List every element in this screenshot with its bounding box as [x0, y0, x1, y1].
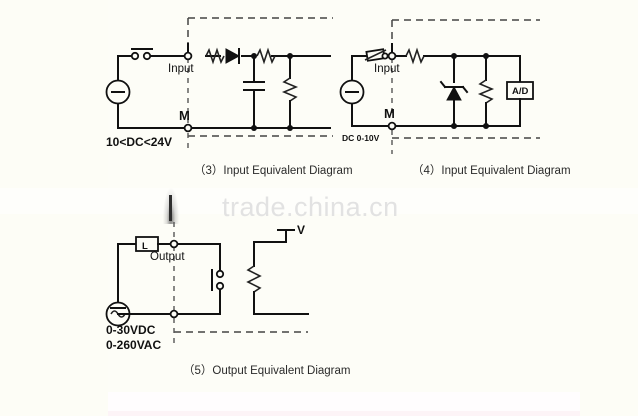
series-resistor-1-3: [205, 47, 225, 65]
junction-node-b-4: [483, 53, 489, 59]
load-box-label-5: L: [142, 241, 148, 252]
input-terminal-4: [387, 43, 397, 61]
input-equivalent-diagram-4: A/D Input M DC 0-10V: [339, 19, 540, 154]
input-label-3: Input: [168, 63, 194, 75]
caption-diagram-3: （3）Input Equivalent Diagram: [194, 165, 353, 177]
dashed-boundary-5: [173, 222, 308, 346]
junction-node-a-3: [251, 53, 257, 59]
supply-label-line2-5: 0-260VAC: [106, 338, 161, 352]
series-resistor-4: [405, 47, 425, 65]
ad-box-label-4: A/D: [512, 86, 529, 97]
shunt-resistor-4: [477, 58, 495, 127]
top-rail-5: [117, 236, 221, 252]
watermark-text: trade.china.cn: [222, 192, 399, 222]
watermark-stroke: [169, 195, 172, 221]
output-label-5: Output: [150, 251, 185, 263]
dc-source-4: [339, 55, 365, 127]
left-margin-band: [0, 0, 108, 416]
pull-resistor-branch-5: [246, 229, 309, 315]
input-terminal-3: [183, 43, 193, 61]
relay-contact-5: [211, 243, 225, 315]
supply-label-4: DC 0-10V: [342, 133, 380, 143]
series-resistor-2-3: [256, 47, 276, 65]
supply-label-3: 10<DC<24V: [106, 135, 172, 149]
input-equivalent-diagram-3: Input M 10<DC<24V: [105, 17, 333, 153]
bottom-band: [108, 392, 580, 416]
switch-3: [130, 48, 153, 61]
watermark-smudge: [163, 188, 179, 224]
input-label-4: Input: [374, 63, 400, 75]
zener-diode-4: [439, 58, 469, 127]
right-margin-band: [580, 0, 638, 416]
capacitor-3: [243, 58, 265, 129]
output-equivalent-diagram-5: L: [105, 222, 309, 352]
caption-diagram-4: （4）Input Equivalent Diagram: [412, 165, 571, 177]
m-label-3: M: [179, 108, 190, 123]
caption-diagram-5: （5）Output Equivalent Diagram: [183, 365, 351, 377]
bottom-pink-strip: [108, 411, 580, 416]
m-label-4: M: [384, 106, 395, 121]
junction-node-b-3: [287, 53, 293, 59]
bottom-rail-4: [351, 121, 521, 131]
bottom-rail-5: [117, 309, 221, 319]
bottom-rail-3: [117, 123, 331, 133]
v-terminal-label-5: V: [297, 223, 305, 237]
supply-label-line1-5: 0-30VDC: [106, 323, 156, 337]
potentiometer-4: [364, 48, 389, 62]
diode-3: [225, 48, 241, 64]
dc-source-3: [105, 55, 131, 129]
ad-converter-4: [506, 55, 534, 127]
dashed-boundary-3: [187, 17, 333, 153]
junction-node-a-4: [451, 53, 457, 59]
shunt-resistor-3: [281, 58, 299, 129]
